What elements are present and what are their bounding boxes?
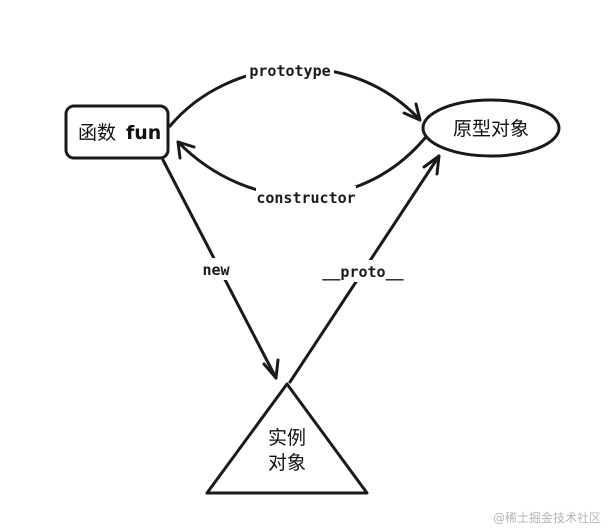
instance-object-label-line2: 对象 — [268, 452, 306, 474]
prototype-object-label: 原型对象 — [453, 118, 529, 140]
new-edge-label: new — [202, 261, 230, 279]
prototype-edge-arrowhead — [402, 102, 422, 122]
instance-object-label-line1: 实例 — [268, 427, 306, 449]
prototype-edge-label: prototype — [249, 62, 330, 80]
constructor-edge: constructor — [176, 136, 427, 208]
prototype-object-ellipse — [421, 98, 561, 158]
function-node: 函数 fun — [64, 104, 170, 160]
new-edge: new — [161, 158, 280, 380]
proto-edge: __proto__ — [288, 154, 441, 384]
constructor-edge-label-bg — [256, 186, 356, 208]
new-edge-arrowhead — [262, 358, 280, 380]
function-node-label-cn: 函数 — [78, 122, 116, 144]
instance-object-triangle — [205, 382, 369, 495]
constructor-edge-label: constructor — [256, 189, 355, 207]
proto-edge-arrowhead — [422, 154, 441, 176]
new-edge-label-bg — [196, 258, 236, 280]
constructor-edge-arrowhead — [176, 140, 196, 160]
prototype-object-node: 原型对象 — [421, 98, 561, 158]
prototype-edge-label-bg — [246, 59, 334, 81]
watermark: @稀土掘金技术社区 — [493, 510, 601, 525]
instance-object-node: 实例 对象 — [205, 382, 369, 495]
proto-edge-label-bg — [314, 260, 412, 282]
function-node-label-code: fun — [126, 122, 161, 144]
proto-edge-label: __proto__ — [322, 263, 404, 281]
prototype-edge: prototype — [168, 59, 422, 128]
function-node-box — [64, 104, 170, 160]
